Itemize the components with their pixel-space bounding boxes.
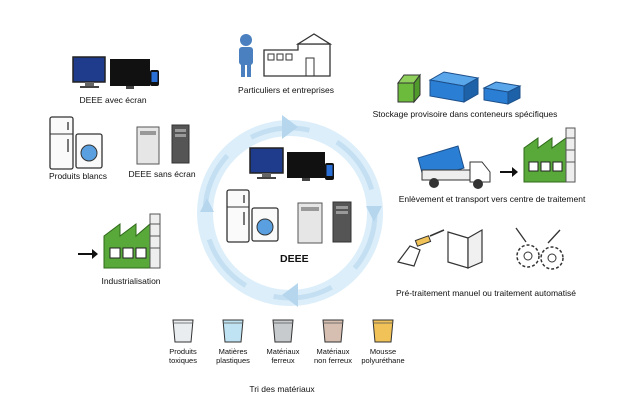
center-server-pc-icon (332, 201, 352, 243)
white-goods-fridge-icon (49, 116, 74, 170)
center-washing-machine-icon (251, 207, 279, 242)
no-screen-server-icon (171, 124, 190, 164)
sorting-bin-label-line1: Mousse (369, 347, 397, 356)
label-transport: Enlèvement et transport vers centre de t… (398, 194, 586, 204)
label-deee-sans-ecran: DEEE sans écran (128, 169, 196, 179)
truck-icon (417, 145, 491, 189)
label-particuliers: Particuliers et entreprises (238, 85, 334, 95)
sorting-bin-label-line2: polyuréthane (361, 356, 405, 365)
screwdriver-hand-icon (396, 229, 445, 267)
factory-left-icon (103, 213, 161, 269)
sorting-bin-label-line2: toxiques (169, 356, 197, 365)
sorting-bin-icon (322, 319, 344, 343)
center-label: DEEE (280, 253, 309, 265)
center-monitor-icon (249, 147, 284, 179)
label-tri-des-materiaux: Tri des matériaux (249, 384, 315, 394)
no-screen-tower-icon (136, 126, 160, 165)
cycle-arrow-right (366, 206, 382, 222)
center-tower-pc-icon (297, 202, 323, 244)
sorting-bin-label-line2: non ferreux (314, 356, 352, 365)
label-pretraitement: Pré-traitement manuel ou traitement auto… (395, 288, 577, 298)
sorting-bin-icon (222, 319, 244, 343)
sorting-bin-label-line2: ferreux (271, 356, 295, 365)
screen-phone-icon (150, 70, 159, 86)
green-container-icon (397, 73, 421, 104)
center-tv-icon (287, 152, 325, 181)
cycle-arrow-bottom (282, 283, 298, 307)
person-icon (239, 34, 253, 77)
sorting-bin-icon (172, 319, 194, 343)
center-phone-icon (325, 163, 334, 180)
label-stockage: Stockage provisoire dans conteneurs spéc… (372, 109, 558, 119)
sorting-bin-label-line1: Produits (169, 347, 197, 356)
industrialisation-arrow-icon (78, 249, 98, 259)
white-goods-washer-icon (75, 133, 103, 169)
factory-right-icon (523, 127, 576, 183)
building-icon (263, 33, 333, 77)
screen-monitor-icon (72, 56, 106, 88)
sorting-bins (172, 319, 394, 343)
transport-arrow-icon (500, 167, 518, 177)
sorting-bin-label-line2: plastiques (216, 356, 250, 365)
gears-icon (515, 227, 564, 270)
sorting-bin-label-line1: Matières (218, 347, 248, 356)
cycle-arrow-top (282, 115, 298, 139)
label-produits-blancs: Produits blancs (48, 171, 108, 181)
metal-panel-icon (447, 228, 483, 269)
sorting-bin-icon (272, 319, 294, 343)
label-deee-avec-ecran: DEEE avec écran (79, 95, 147, 105)
center-fridge-icon (226, 189, 250, 243)
label-industrialisation: Industrialisation (101, 276, 161, 286)
blue-container-large-icon (428, 71, 480, 103)
sorting-bin-icon (372, 319, 394, 343)
blue-container-small-icon (482, 81, 522, 105)
sorting-bin-label-line1: Matériaux (266, 347, 300, 356)
screen-tv-icon (110, 59, 150, 89)
cycle-arrow-left (200, 198, 214, 212)
sorting-bin-label-line1: Matériaux (316, 347, 350, 356)
